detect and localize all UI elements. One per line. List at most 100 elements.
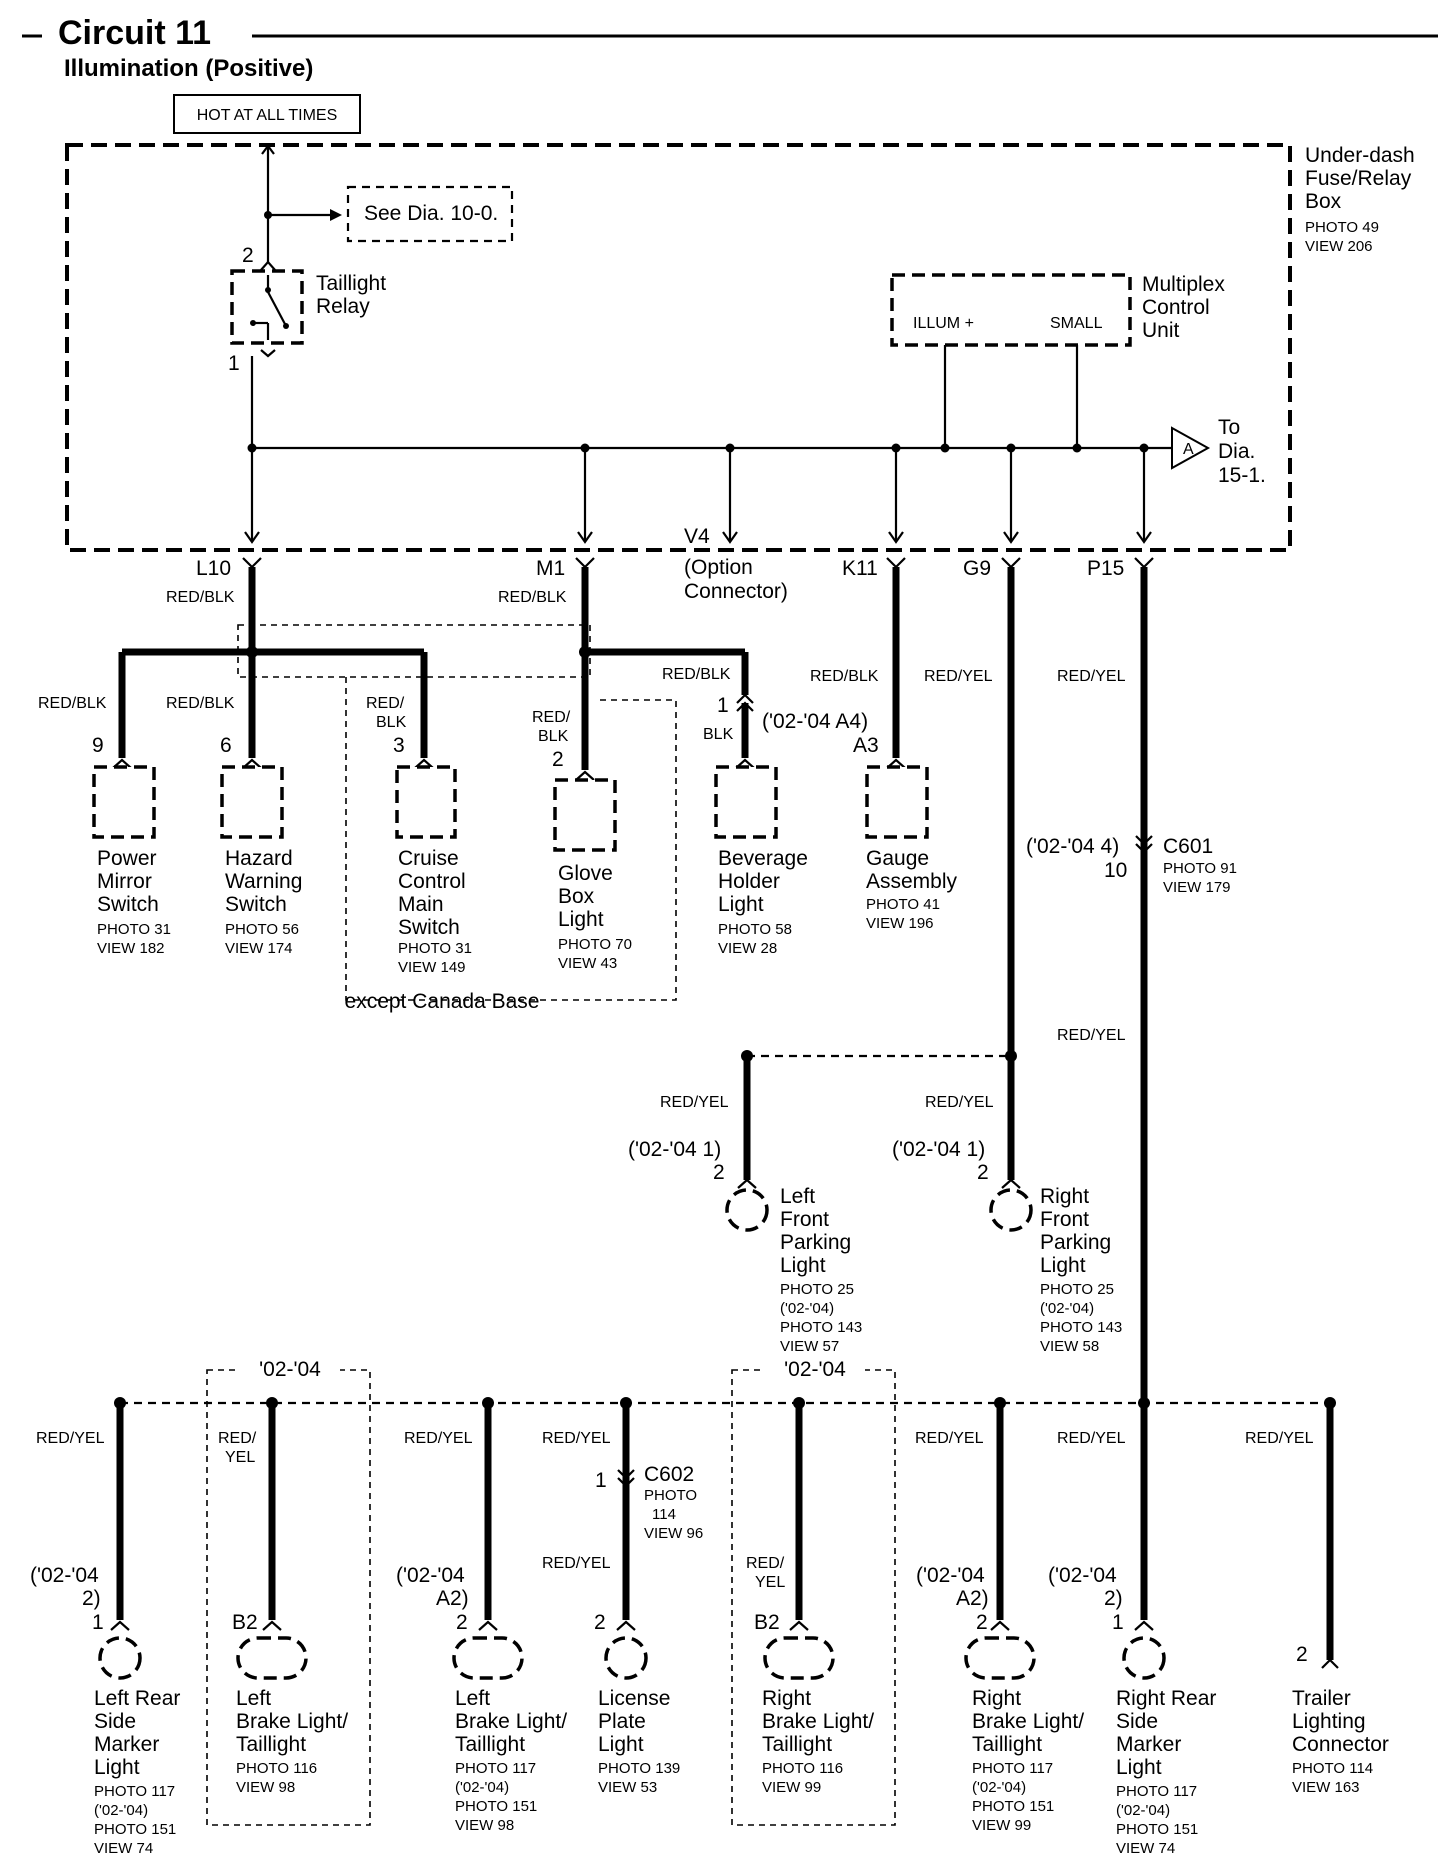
svg-text:1: 1 xyxy=(92,1611,104,1634)
relay-label: Taillight xyxy=(316,272,386,295)
svg-text:Unit: Unit xyxy=(1142,319,1180,342)
svg-text:2: 2 xyxy=(456,1611,468,1634)
svg-text:VIEW 98: VIEW 98 xyxy=(455,1817,514,1834)
svg-text:('02-'04 1): ('02-'04 1) xyxy=(628,1138,721,1161)
svg-text:Hazard: Hazard xyxy=(225,847,293,870)
svg-text:1: 1 xyxy=(717,694,729,717)
svg-text:RED/YEL: RED/YEL xyxy=(925,1094,994,1111)
svg-text:('02-'04: ('02-'04 xyxy=(396,1564,465,1587)
svg-text:Side: Side xyxy=(94,1710,136,1733)
svg-text:('02-'04 A4): ('02-'04 A4) xyxy=(762,710,868,733)
svg-text:2: 2 xyxy=(1296,1643,1308,1666)
svg-text:Light: Light xyxy=(558,908,604,931)
svg-text:Taillight: Taillight xyxy=(972,1733,1042,1756)
svg-text:PHOTO 58: PHOTO 58 xyxy=(718,921,792,938)
svg-text:RED/BLK: RED/BLK xyxy=(38,695,107,712)
svg-text:PHOTO 31: PHOTO 31 xyxy=(398,940,472,957)
svg-text:('02-'04): ('02-'04) xyxy=(1040,1300,1094,1317)
svg-text:A2): A2) xyxy=(436,1587,469,1610)
svg-text:('02-'04 1): ('02-'04 1) xyxy=(892,1138,985,1161)
svg-text:RED/YEL: RED/YEL xyxy=(404,1430,473,1447)
relay-pin-1: 1 xyxy=(228,352,240,375)
connector-c602: C602 xyxy=(644,1463,694,1486)
svg-text:PHOTO 117: PHOTO 117 xyxy=(1116,1783,1197,1800)
svg-text:Light: Light xyxy=(598,1733,644,1756)
svg-text:PHOTO 114: PHOTO 114 xyxy=(1292,1760,1373,1777)
glove-box-light xyxy=(553,778,617,852)
svg-text:(Option: (Option xyxy=(684,556,753,579)
svg-text:3: 3 xyxy=(393,734,405,757)
right-brake-light-taillight-a xyxy=(763,1636,835,1680)
svg-text:Main: Main xyxy=(398,893,444,916)
mcu-label: Multiplex xyxy=(1142,273,1225,296)
svg-text:PHOTO 31: PHOTO 31 xyxy=(97,921,171,938)
svg-text:Control: Control xyxy=(1142,296,1210,319)
except-canada-label: except Canada Base xyxy=(345,990,540,1013)
svg-text:A: A xyxy=(1183,441,1194,458)
svg-text:VIEW 174: VIEW 174 xyxy=(225,940,293,957)
left-brake-light-taillight-b xyxy=(452,1636,524,1680)
svg-text:Taillight: Taillight xyxy=(762,1733,832,1756)
svg-text:PHOTO 151: PHOTO 151 xyxy=(455,1798,537,1815)
svg-text:Power: Power xyxy=(97,847,157,870)
svg-text:Mirror: Mirror xyxy=(97,870,152,893)
svg-text:VIEW 99: VIEW 99 xyxy=(762,1779,821,1796)
svg-text:VIEW 149: VIEW 149 xyxy=(398,959,466,976)
svg-text:PHOTO 117: PHOTO 117 xyxy=(972,1760,1053,1777)
hazard-warning-switch xyxy=(220,765,284,839)
svg-text:2): 2) xyxy=(82,1587,101,1610)
left-front-parking-light xyxy=(725,1188,769,1232)
svg-text:RED/YEL: RED/YEL xyxy=(915,1430,984,1447)
trailer-lighting-connector: Trailer Lighting Connector PHOTO 114 VIE… xyxy=(1292,1687,1389,1796)
svg-text:Parking: Parking xyxy=(1040,1231,1111,1254)
header: Circuit 11 Illumination (Positive) xyxy=(22,14,1438,82)
svg-text:RED/BLK: RED/BLK xyxy=(166,589,235,606)
svg-text:('02-'04): ('02-'04) xyxy=(1116,1802,1170,1819)
svg-text:RED/YEL: RED/YEL xyxy=(924,668,993,685)
multiplex-control-unit xyxy=(890,273,1132,347)
to-dia-arrow xyxy=(1171,426,1211,470)
svg-text:RED/YEL: RED/YEL xyxy=(542,1430,611,1447)
svg-text:Under-dash: Under-dash xyxy=(1305,144,1415,167)
small-pin: SMALL xyxy=(1050,315,1103,332)
svg-text:Trailer: Trailer xyxy=(1292,1687,1351,1710)
svg-text:2: 2 xyxy=(713,1161,725,1184)
svg-text:PHOTO: PHOTO xyxy=(644,1487,697,1504)
svg-text:BLK: BLK xyxy=(538,728,569,745)
svg-text:RED/YEL: RED/YEL xyxy=(542,1555,611,1572)
terminal-g9: G9 xyxy=(963,557,991,580)
svg-text:RED/BLK: RED/BLK xyxy=(166,695,235,712)
svg-text:'02-'04: '02-'04 xyxy=(259,1358,321,1381)
svg-text:A3: A3 xyxy=(853,734,879,757)
svg-text:2: 2 xyxy=(552,748,564,771)
svg-text:Cruise: Cruise xyxy=(398,847,459,870)
svg-text:B2: B2 xyxy=(754,1611,780,1634)
svg-text:VIEW 28: VIEW 28 xyxy=(718,940,777,957)
gauge-assembly xyxy=(865,765,929,839)
svg-text:B2: B2 xyxy=(232,1611,258,1634)
svg-text:RED/BLK: RED/BLK xyxy=(810,668,879,685)
svg-text:Light: Light xyxy=(94,1756,140,1779)
svg-text:('02-'04: ('02-'04 xyxy=(30,1564,99,1587)
svg-text:2: 2 xyxy=(594,1611,606,1634)
cruise-control-main-switch xyxy=(395,765,457,839)
svg-text:('02-'04): ('02-'04) xyxy=(94,1802,148,1819)
svg-text:RED/YEL: RED/YEL xyxy=(660,1094,729,1111)
svg-text:Connector): Connector) xyxy=(684,580,788,603)
svg-text:VIEW 96: VIEW 96 xyxy=(644,1525,703,1542)
svg-text:Marker: Marker xyxy=(94,1733,159,1756)
svg-text:Fuse/Relay: Fuse/Relay xyxy=(1305,167,1412,190)
svg-text:Marker: Marker xyxy=(1116,1733,1181,1756)
svg-text:VIEW 58: VIEW 58 xyxy=(1040,1338,1099,1355)
svg-text:Brake Light/: Brake Light/ xyxy=(236,1710,348,1733)
svg-text:2): 2) xyxy=(1104,1587,1123,1610)
svg-text:RED/: RED/ xyxy=(746,1555,785,1572)
svg-text:'02-'04: '02-'04 xyxy=(784,1358,846,1381)
svg-text:('02-'04): ('02-'04) xyxy=(780,1300,834,1317)
svg-text:BLK: BLK xyxy=(703,726,734,743)
svg-text:RED/YEL: RED/YEL xyxy=(1057,668,1126,685)
svg-text:('02-'04: ('02-'04 xyxy=(1048,1564,1117,1587)
svg-text:Connector: Connector xyxy=(1292,1733,1389,1756)
svg-text:PHOTO 49: PHOTO 49 xyxy=(1305,219,1379,236)
